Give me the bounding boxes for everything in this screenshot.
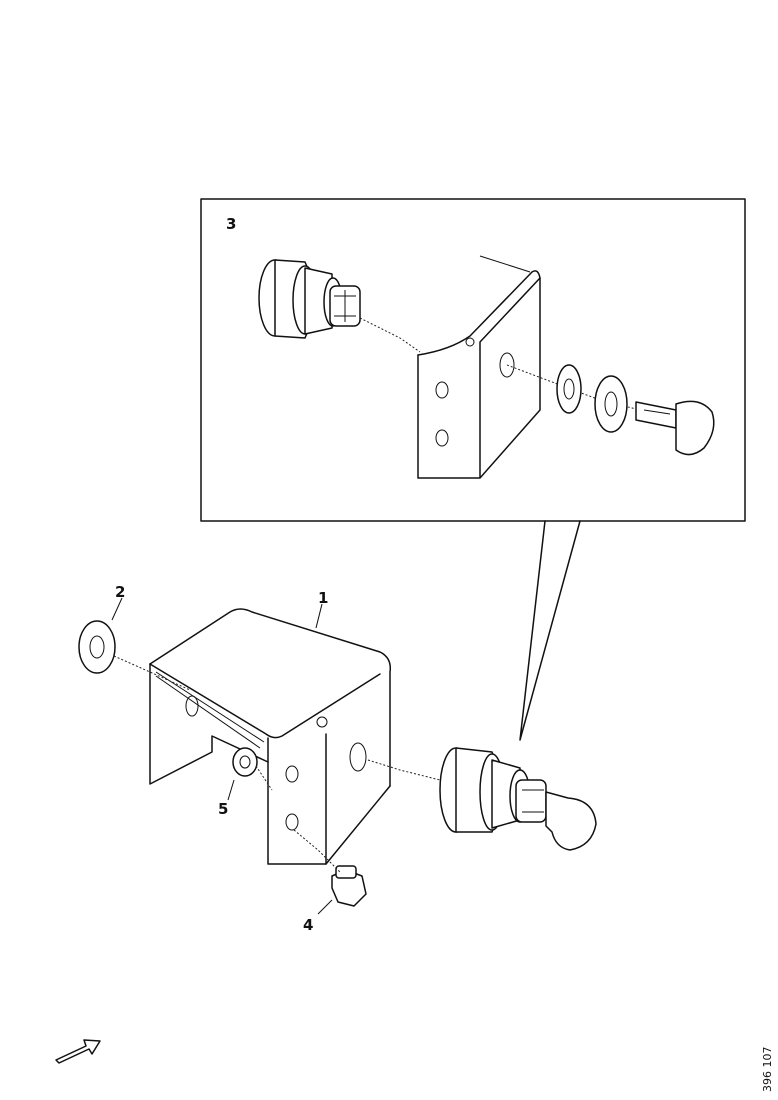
- inset-bracket: [417, 255, 541, 479]
- callout-2: 2: [115, 583, 125, 601]
- bracket-stud: [316, 716, 328, 728]
- bolt-part-4: [317, 865, 367, 915]
- washer-part-5: [227, 747, 258, 801]
- inset-key: [635, 400, 715, 456]
- callout-5: 5: [218, 800, 228, 818]
- reference-code: 396 107: [761, 1047, 774, 1093]
- bracket-part-1: [149, 608, 392, 865]
- bracket-side-hole: [185, 695, 199, 717]
- inset-lock-cylinder: [258, 259, 361, 339]
- detail-inset-frame: [200, 198, 746, 522]
- nut-part-2: [78, 597, 123, 674]
- direction-arrow-icon: [55, 1039, 101, 1064]
- callout-4: 4: [303, 916, 313, 934]
- bracket-hole-lower: [285, 813, 299, 831]
- callout-1: 1: [318, 589, 328, 607]
- bracket-lock-hole: [349, 742, 367, 772]
- lock-cylinder: [439, 747, 597, 851]
- detail-inset: 3: [200, 198, 746, 741]
- inset-nut: [594, 375, 628, 433]
- callout-3: 3: [226, 215, 236, 233]
- detail-pointer: [519, 520, 581, 741]
- inset-washer: [556, 364, 582, 414]
- bracket-hole-upper: [285, 765, 299, 783]
